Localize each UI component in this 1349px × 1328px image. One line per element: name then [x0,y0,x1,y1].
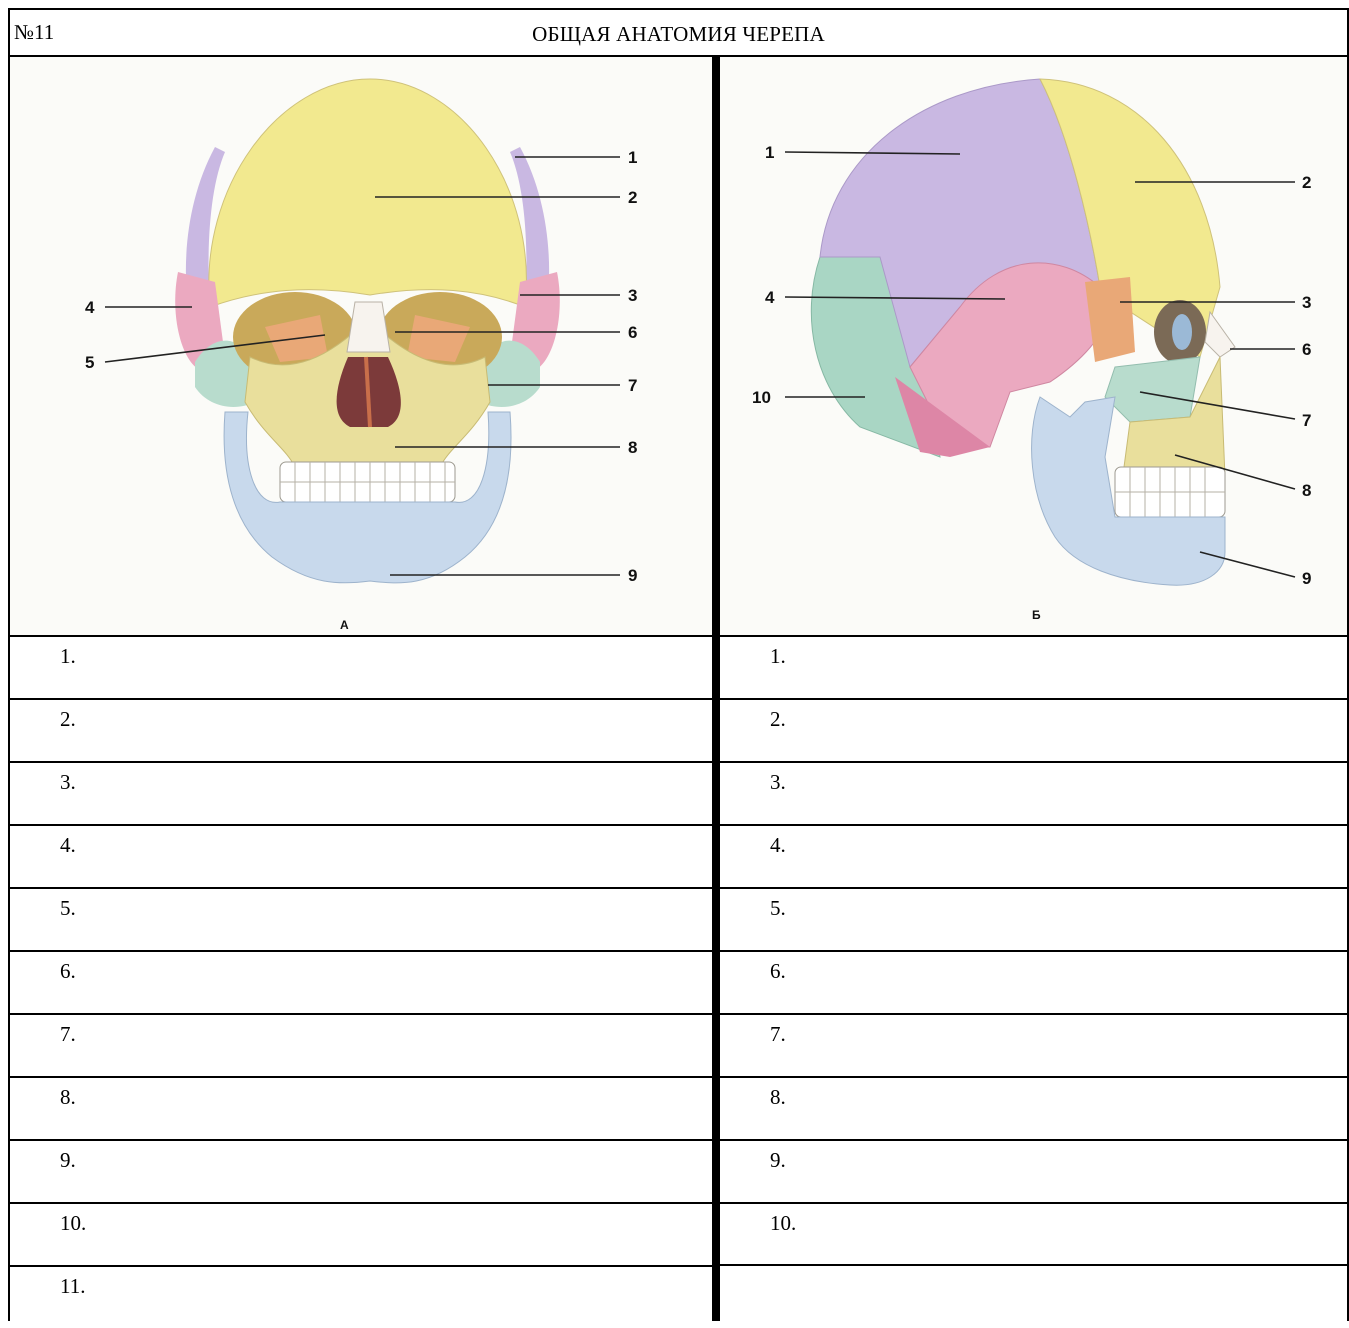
callout-a-2: 2 [628,188,637,207]
callout-a-9: 9 [628,566,637,585]
callout-a-3: 3 [628,286,637,305]
skull-lateral-illustration: 1 2 3 4 6 7 8 9 10 Б [720,57,1347,635]
callout-b-3: 3 [1302,293,1311,312]
answer-row[interactable]: 6. [10,950,712,1013]
worksheet-header: №11 ОБЩАЯ АНАТОМИЯ ЧЕРЕПА [10,10,1347,57]
answer-number: 6. [770,959,786,984]
view-letter-b: Б [1032,608,1041,622]
callout-a-4: 4 [85,298,95,317]
callout-b-9: 9 [1302,569,1311,588]
answer-number: 10. [60,1211,86,1236]
skull-lateral-view-figure: 1 2 3 4 6 7 8 9 10 Б [720,57,1347,635]
answer-row[interactable]: 3. [720,761,1347,824]
answer-row[interactable]: 7. [10,1013,712,1076]
callout-a-5: 5 [85,353,94,372]
view-letter-a: А [340,618,349,632]
callout-b-4: 4 [765,288,775,307]
callout-b-8: 8 [1302,481,1311,500]
answer-row[interactable]: 11. [10,1265,712,1328]
answer-row[interactable]: 7. [720,1013,1347,1076]
answer-number: 3. [60,770,76,795]
answer-number: 9. [60,1148,76,1173]
answer-row[interactable]: 4. [720,824,1347,887]
answer-row[interactable]: 10. [10,1202,712,1265]
answer-list-lateral-view: 1. 2. 3. 4. 5. 6. 7. 8. 9. 10. [720,635,1347,1265]
answer-list-front-view: 1. 2. 3. 4. 5. 6. 7. 8. 9. 10. 11. [10,635,712,1328]
answer-number: 4. [60,833,76,858]
callout-b-7: 7 [1302,411,1311,430]
answer-row[interactable]: 5. [720,887,1347,950]
answer-row[interactable]: 5. [10,887,712,950]
callout-b-1: 1 [765,143,774,162]
answer-number: 9. [770,1148,786,1173]
answer-number: 8. [770,1085,786,1110]
answer-row[interactable]: 8. [720,1076,1347,1139]
answer-number: 2. [60,707,76,732]
answer-number: 6. [60,959,76,984]
answer-number: 7. [770,1022,786,1047]
answer-number: 1. [770,644,786,669]
answer-number: 5. [60,896,76,921]
answer-row[interactable]: 9. [720,1139,1347,1202]
answer-row[interactable]: 10. [720,1202,1347,1265]
answer-row[interactable]: 3. [10,761,712,824]
answer-row[interactable]: 8. [10,1076,712,1139]
answer-number: 5. [770,896,786,921]
column-divider [712,57,720,1321]
answer-row[interactable]: 1. [10,635,712,698]
callout-a-8: 8 [628,438,637,457]
callout-b-6: 6 [1302,340,1311,359]
skull-front-illustration: 1 2 3 4 5 6 7 8 9 А [10,57,712,635]
callout-a-1: 1 [628,148,637,167]
answer-number: 4. [770,833,786,858]
answer-number: 1. [60,644,76,669]
answer-number: 10. [770,1211,796,1236]
answer-number: 11. [60,1274,85,1299]
answer-row[interactable]: 4. [10,824,712,887]
answer-row[interactable]: 9. [10,1139,712,1202]
callout-b-2: 2 [1302,173,1311,192]
row-separator [720,1264,1347,1266]
answer-row[interactable]: 2. [720,698,1347,761]
answer-number: 3. [770,770,786,795]
callout-b-10: 10 [752,388,771,407]
callout-a-7: 7 [628,376,637,395]
skull-front-view-figure: 1 2 3 4 5 6 7 8 9 А [10,57,712,635]
answer-number: 8. [60,1085,76,1110]
answer-row[interactable]: 2. [10,698,712,761]
answer-row[interactable]: 6. [720,950,1347,1013]
callout-a-6: 6 [628,323,637,342]
answer-row[interactable]: 1. [720,635,1347,698]
answer-number: 2. [770,707,786,732]
answer-number: 7. [60,1022,76,1047]
page-title: ОБЩАЯ АНАТОМИЯ ЧЕРЕПА [10,22,1347,47]
